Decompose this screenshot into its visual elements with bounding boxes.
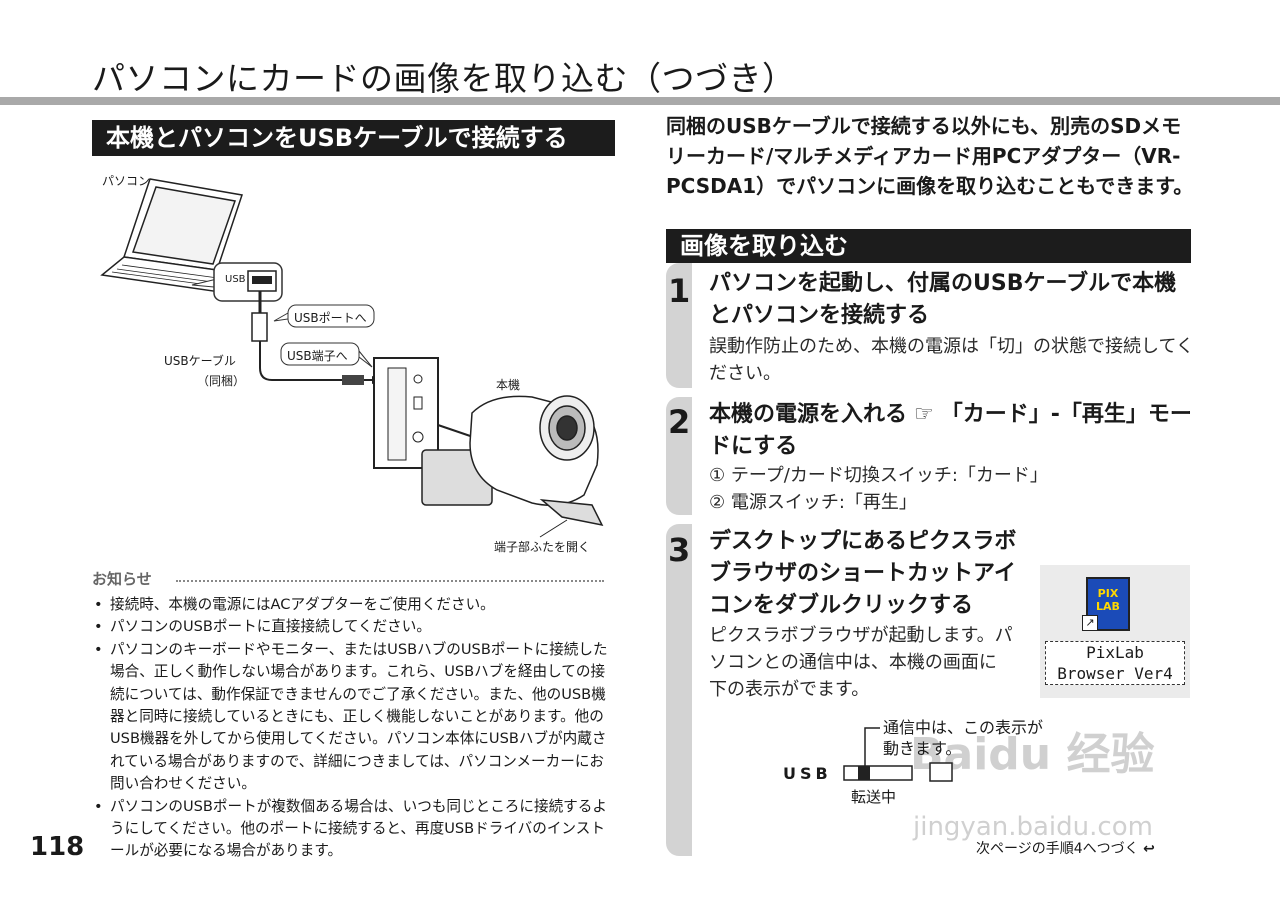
pixlab-icon-text: PIX LAB: [1096, 587, 1120, 613]
camera-label: 本機: [496, 378, 521, 392]
usb-connection-diagram: [100, 178, 604, 538]
notice-item: 接続時、本機の電源にはACアダプターをご使用ください。: [92, 594, 618, 617]
notice-divider: [176, 580, 604, 582]
transfer-caption: 転送中: [851, 788, 897, 806]
step-2-heading-part2: 「カード」-「再生」モードにする: [709, 402, 1192, 459]
shortcut-arrow-icon: ↗: [1082, 615, 1098, 631]
usb-cable-note: （同梱）: [197, 374, 246, 388]
step-3-heading: デスクトップにあるピクスラボブラウザのショートカットアイコンをダブルクリックする: [709, 529, 1017, 618]
notice-title: お知らせ: [92, 570, 152, 588]
notice-item: パソコンのキーボードやモニター、またはUSBハブのUSBポートに接続した場合、正…: [92, 639, 618, 796]
step-2-heading-part1: 本機の電源を入れる: [709, 402, 908, 427]
step-2-sub2: ② 電源スイッチ:「再生」: [709, 492, 917, 513]
next-page-note: 次ページの手順4へつづく ↩: [976, 838, 1155, 858]
intro-paragraph: 同梱のUSBケーブルで接続する以外にも、別売のSDメモリーカード/マルチメディア…: [666, 114, 1194, 198]
step-3-number: 3: [668, 531, 691, 569]
step-2-heading: 本機の電源を入れる ☞ 「カード」-「再生」モードにする: [709, 399, 1199, 463]
step-2-strip: [666, 397, 692, 515]
next-page-text: 次ページの手順4へつづく: [976, 841, 1139, 857]
continue-arrow-icon: ↩: [1143, 841, 1155, 857]
notice-item: パソコンのUSBポートに直接接続してください。: [92, 616, 618, 639]
step-1-heading: パソコンを起動し、付属のUSBケーブルで本機とパソコンを接続する: [709, 271, 1177, 328]
step-2-sub1: ① テープ/カード切換スイッチ:「カード」: [709, 465, 1048, 486]
notice-item: パソコンのUSBポートが複数個ある場合は、いつも同じところに接続するようにしてく…: [92, 796, 618, 863]
pixlab-label: PixLab Browser Ver4: [1045, 641, 1185, 685]
step-1-strip: [666, 263, 692, 388]
usb-terminal-callout: USB端子へ: [287, 349, 348, 363]
step-1-body: 誤動作防止のため、本機の電源は「切」の状態で接続してください。: [709, 336, 1194, 384]
usb-plug: [251, 312, 268, 342]
status-note: 通信中は、この表示が動きます。: [883, 718, 1044, 758]
pointing-hand-icon: ☞: [907, 402, 941, 427]
usb-socket-label: USB: [225, 274, 246, 285]
notice-list: 接続時、本機の電源にはACアダプターをご使用ください。 パソコンのUSBポートに…: [92, 594, 618, 863]
title-rule: [0, 97, 1280, 105]
terminal-cover-label: 端子部ふたを開く: [494, 540, 591, 554]
step-1-number: 1: [668, 272, 691, 310]
pc-label: パソコン: [102, 174, 151, 188]
right-section-heading: 画像を取り込む: [666, 229, 1191, 263]
pixlab-label-line1: PixLab: [1086, 643, 1144, 662]
left-section-heading: 本機とパソコンをUSBケーブルで接続する: [92, 120, 615, 156]
step-3-strip: [666, 524, 692, 856]
pixlab-label-line2: Browser Ver4: [1057, 664, 1173, 683]
usb-cable-label: USBケーブル: [164, 354, 236, 368]
step-3-body: ピクスラボブラウザが起動します。パソコンとの通信中は、本機の画面に下の表示がでま…: [709, 625, 1013, 700]
usb-status-indicator: [843, 727, 953, 782]
watermark-url: jingyan.baidu.com: [913, 812, 1153, 842]
step-2-number: 2: [668, 403, 691, 441]
page-number: 118: [30, 832, 85, 862]
usb-port-callout: USBポートへ: [294, 311, 367, 325]
camcorder-illustration: [421, 395, 604, 527]
page-title: パソコンにカードの画像を取り込む（つづき）: [92, 59, 796, 98]
usb-status-label: USB: [783, 764, 832, 783]
